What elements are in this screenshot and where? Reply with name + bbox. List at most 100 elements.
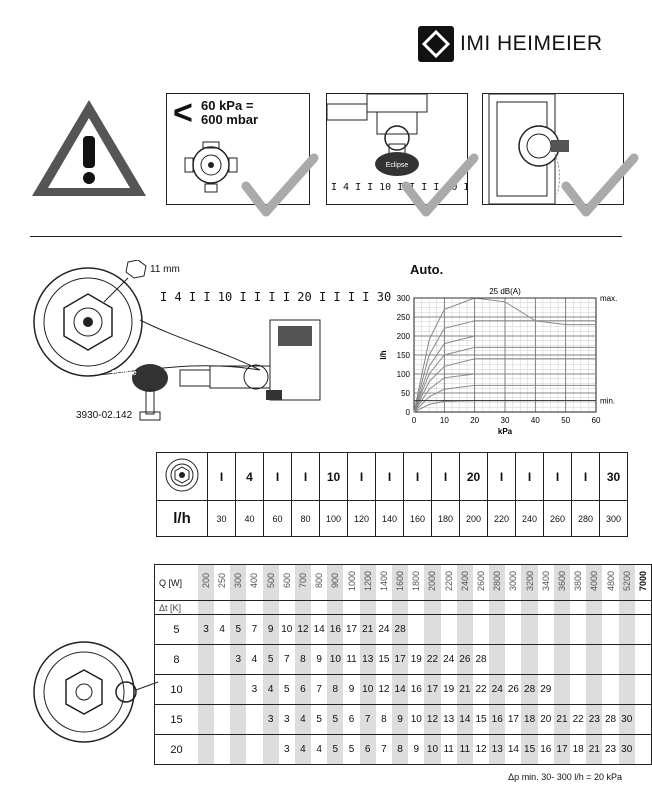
q-value: 4800	[605, 570, 616, 592]
setting-cell: 8	[375, 704, 392, 735]
setting-cell: 5	[327, 734, 344, 765]
series-line	[413, 320, 596, 413]
setting-cell	[570, 644, 587, 675]
setting-cell: 7	[311, 674, 328, 705]
setting-cell	[246, 704, 263, 735]
setting-cell: 28	[521, 674, 538, 705]
setting-cell: 15	[375, 644, 392, 675]
max-label: max.	[600, 294, 617, 303]
dt-value: 8	[153, 644, 198, 675]
setting-cell: 23	[602, 734, 619, 765]
setting-cell	[634, 614, 652, 645]
scale-mark: I	[207, 452, 236, 501]
series-line	[413, 373, 596, 413]
stripe-cell	[294, 600, 312, 615]
setting-cell: 9	[408, 734, 425, 765]
setting-cell: 7	[359, 704, 376, 735]
annotation-label: 25 dB(A)	[489, 287, 521, 296]
setting-cell: 17	[553, 734, 571, 765]
y-tick-label: 50	[401, 389, 410, 398]
scale-mark: 10	[319, 452, 348, 501]
setting-cell	[440, 614, 457, 645]
q-value: 500	[265, 573, 276, 589]
stripe-cell	[440, 600, 457, 615]
svg-text:Eclipse: Eclipse	[386, 162, 409, 169]
setting-cell	[602, 644, 619, 675]
setting-cell	[505, 614, 522, 645]
setting-cell: 9	[311, 644, 328, 675]
valve-diagram	[33, 260, 321, 421]
scale-mark: 4	[235, 452, 264, 501]
stripe-cell	[408, 600, 425, 615]
series-line	[413, 335, 596, 413]
setting-cell	[553, 674, 571, 705]
q-value: 1200	[362, 570, 373, 592]
q-value: 2000	[427, 570, 438, 592]
setting-cell	[618, 614, 635, 645]
q-value: 2400	[459, 570, 470, 592]
q-value: 300	[233, 573, 244, 589]
setting-cell: 23	[586, 704, 603, 735]
setting-cell: 14	[456, 704, 473, 735]
q-value: 3200	[524, 570, 535, 592]
warning-icon	[32, 100, 146, 196]
radiator-valve-icon	[488, 94, 569, 204]
stripe-cell	[505, 600, 522, 615]
setting-cell: 20	[537, 704, 554, 735]
scale-mark: I	[571, 452, 600, 501]
setting-cell: 8	[294, 644, 312, 675]
setting-cell: 3	[262, 704, 279, 735]
setting-cell: 10	[327, 644, 344, 675]
setting-cell: 16	[408, 674, 425, 705]
setting-cell: 6	[294, 674, 312, 705]
dial-magnifier	[33, 641, 159, 743]
y-tick-label: 300	[397, 294, 411, 303]
diagram-scale: I 4 I I 10 I I I I 20 I I I I 30	[160, 290, 392, 304]
stripe-cell	[359, 600, 376, 615]
setting-cell	[570, 674, 587, 705]
setting-cell: 9	[262, 614, 279, 645]
setting-cell: 17	[391, 644, 409, 675]
setting-cell: 4	[294, 704, 312, 735]
x-tick-label: 20	[470, 416, 479, 425]
footnote: Δp min. 30- 300 l/h = 20 kPa	[508, 772, 622, 782]
setting-cell: 29	[537, 674, 554, 705]
setting-cell	[230, 674, 247, 705]
scale-mark: I	[403, 452, 432, 501]
y-tick-label: 100	[397, 370, 411, 379]
setting-cell: 14	[391, 674, 409, 705]
diamond-logo-icon	[418, 26, 454, 62]
q-value: 3000	[508, 570, 519, 592]
setting-cell: 15	[521, 734, 538, 765]
setting-cell	[424, 614, 441, 645]
setting-cell	[570, 614, 587, 645]
setting-cell: 28	[602, 704, 619, 735]
stripe-cell	[311, 600, 328, 615]
q-value: 2200	[443, 570, 454, 592]
setting-cell: 4	[246, 644, 263, 675]
x-tick-label: 40	[531, 416, 540, 425]
radiator-valve-panel	[482, 93, 624, 205]
setting-cell	[586, 644, 603, 675]
scale-mark: I	[515, 452, 544, 501]
scale-mark: 20	[459, 452, 488, 501]
setting-cell: 7	[375, 734, 392, 765]
setting-cell	[618, 644, 635, 675]
stripe-cell	[246, 600, 263, 615]
setting-cell: 10	[424, 734, 441, 765]
setting-cell	[634, 674, 652, 705]
brand-name: IMI HEIMEIER	[460, 32, 603, 55]
setting-cell	[456, 614, 473, 645]
divider	[30, 236, 622, 237]
flow-value: 100	[319, 500, 348, 537]
setting-cell	[618, 674, 635, 705]
setting-cell: 5	[278, 674, 295, 705]
setting-cell: 3	[278, 734, 295, 765]
setting-cell: 14	[311, 614, 328, 645]
setting-cell: 4	[294, 734, 312, 765]
flow-value: 120	[347, 500, 376, 537]
pressure-mbar: 600 mbar	[201, 112, 259, 127]
dial-icon	[165, 458, 199, 492]
scale-mark: I	[347, 452, 376, 501]
